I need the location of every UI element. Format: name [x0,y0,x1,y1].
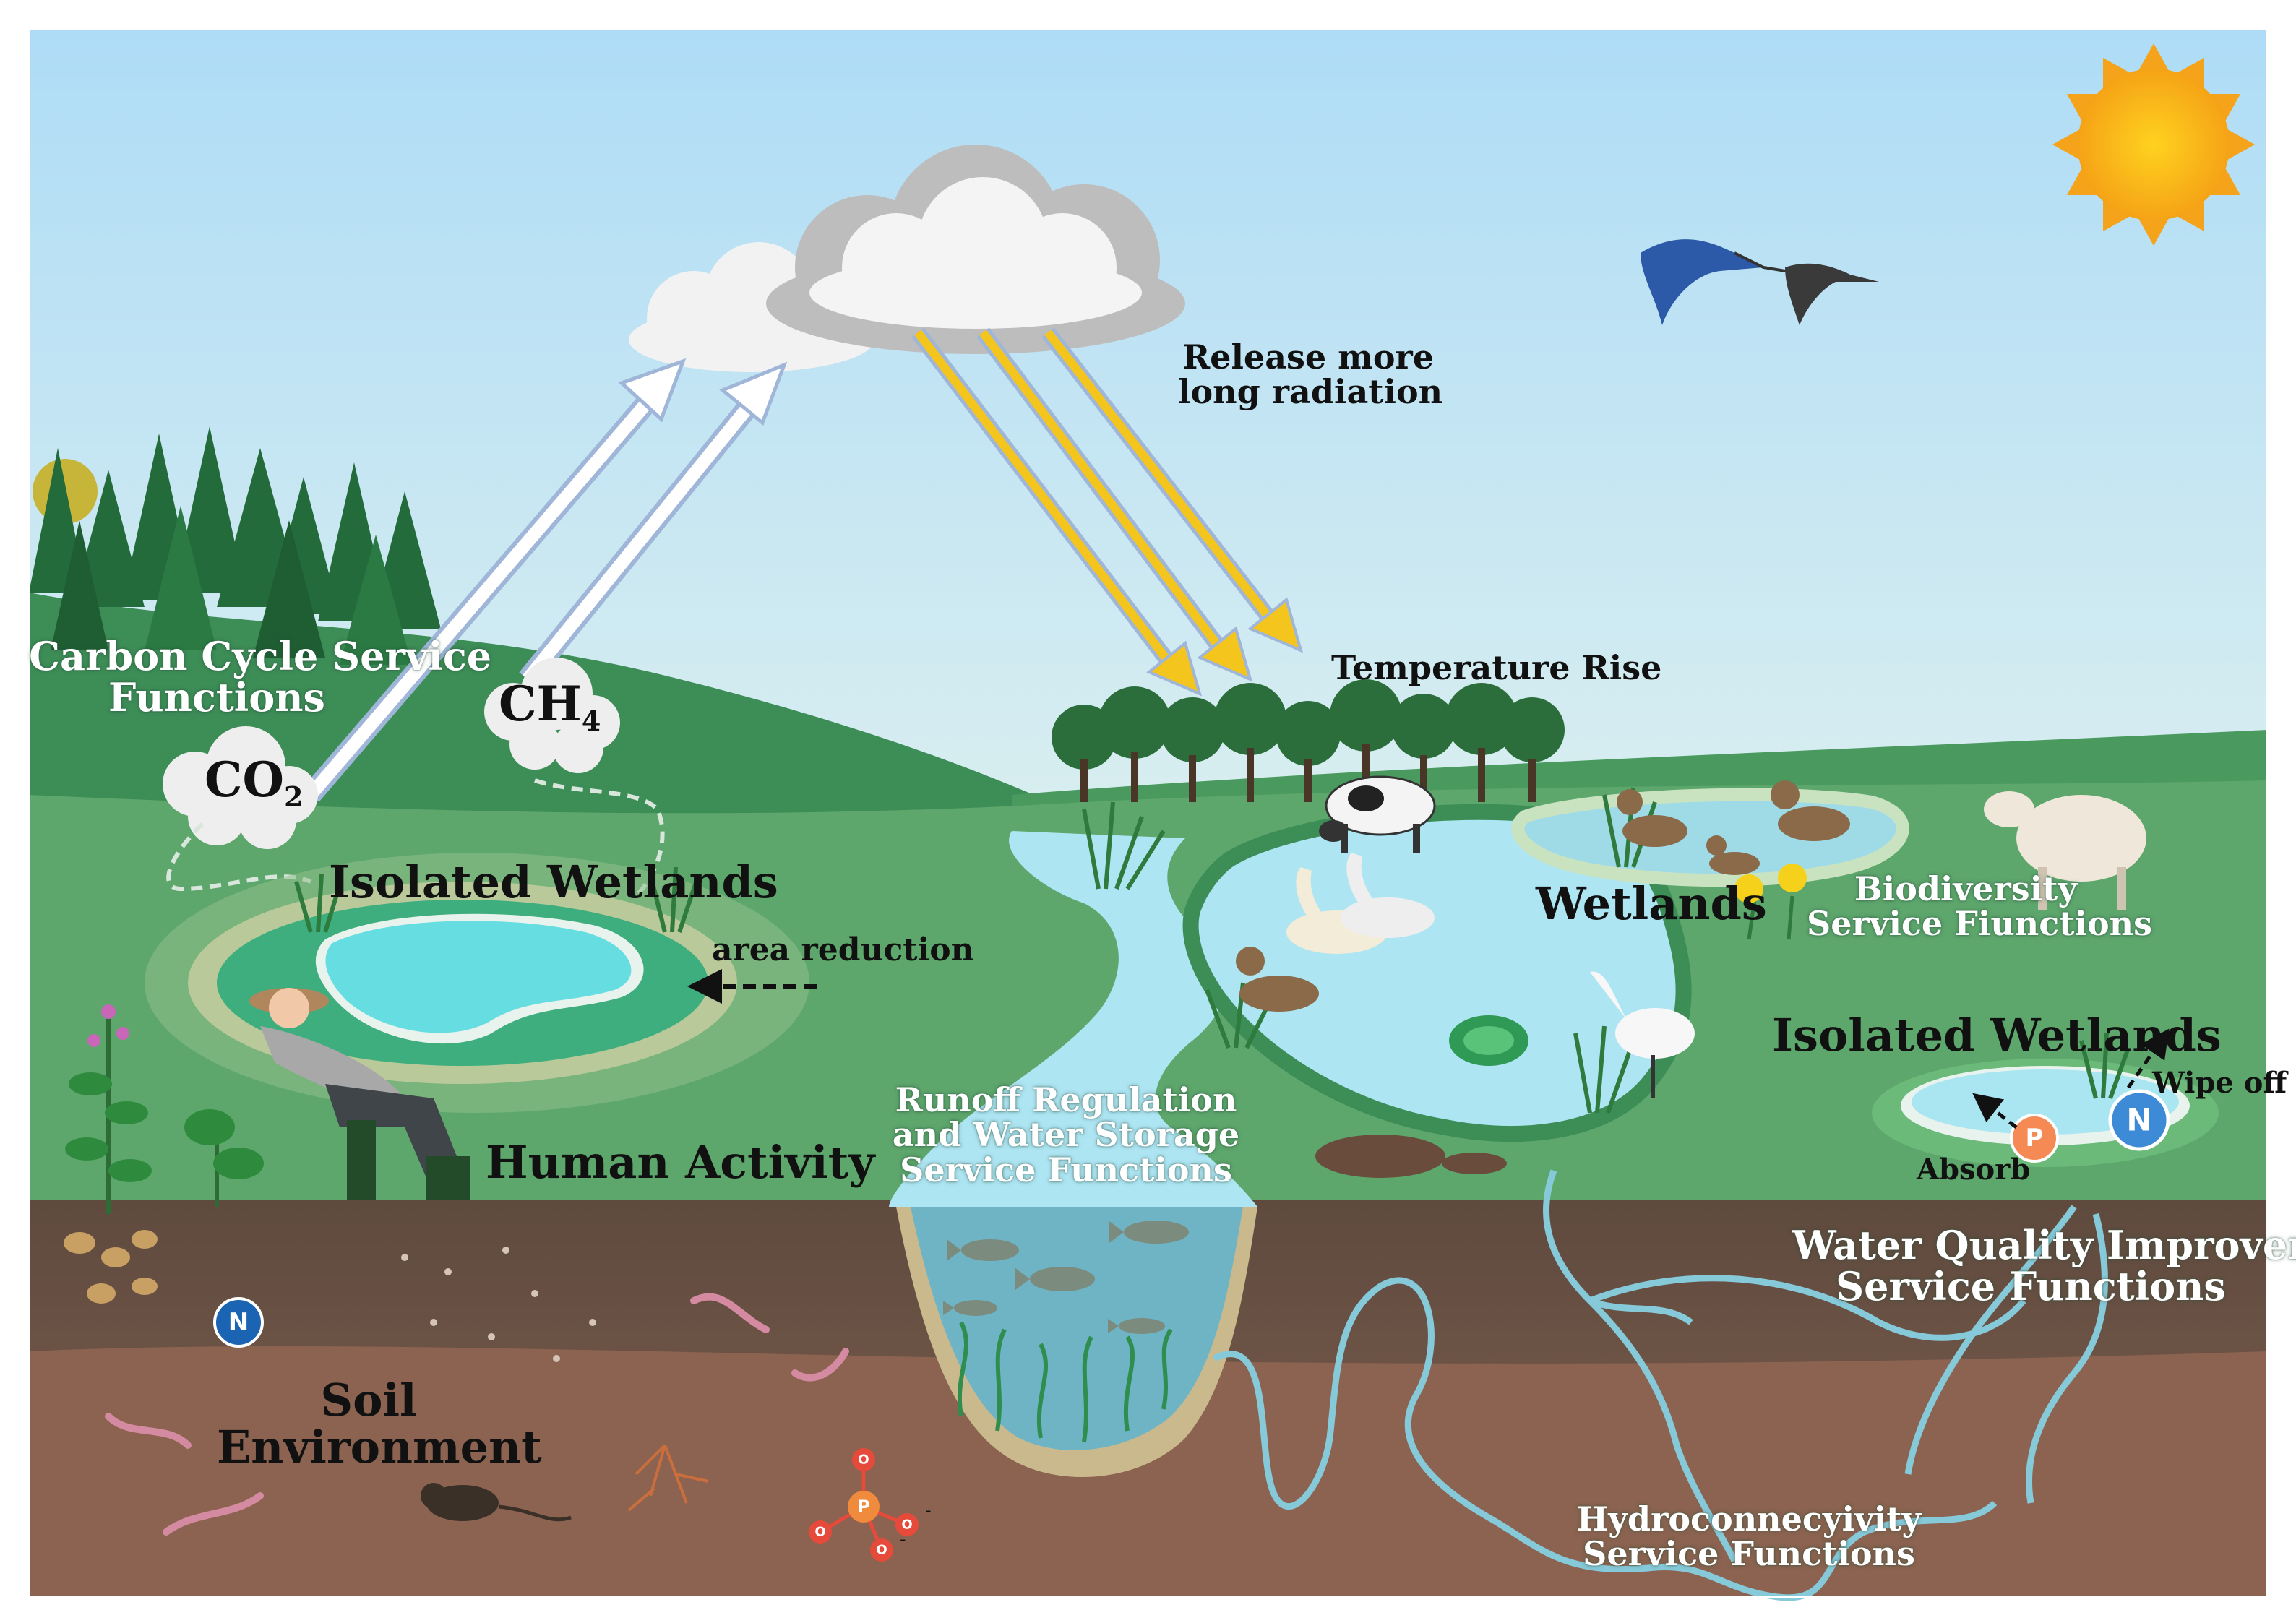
temperature-rise-label: Temperature Rise [1331,650,1661,685]
isolated-wetlands-left-label: Isolated Wetlands [329,858,778,905]
ch4-label: CH4 [499,676,601,737]
nitrogen-ion-right-icon: N [2110,1091,2168,1149]
isolated-wetlands-right-label: Isolated Wetlands [1772,1012,2222,1059]
svg-text:-: - [925,1500,932,1520]
svg-text:O: O [814,1525,825,1540]
svg-text:O: O [876,1543,887,1558]
svg-text:P: P [857,1497,870,1517]
svg-text:N: N [2126,1103,2151,1138]
co2-label: CO2 [205,752,303,813]
water-quality-label: Water Quality ImprovementService Functio… [1792,1225,2269,1306]
absorb-label: Absorb [1917,1155,2030,1185]
frog-icon [1449,1015,1528,1066]
nitrogen-ion-left-icon: N [215,1299,262,1346]
svg-text:O: O [858,1452,869,1468]
human-activity-label: Human Activity [486,1139,874,1186]
area-reduction-label: area reduction [712,934,974,967]
wetlands-label: Wetlands [1536,880,1767,927]
svg-text:-: - [900,1529,906,1549]
svg-text:P: P [2026,1124,2044,1153]
wipe-off-label: Wipe off [2152,1068,2287,1098]
svg-text:N: N [228,1308,249,1337]
